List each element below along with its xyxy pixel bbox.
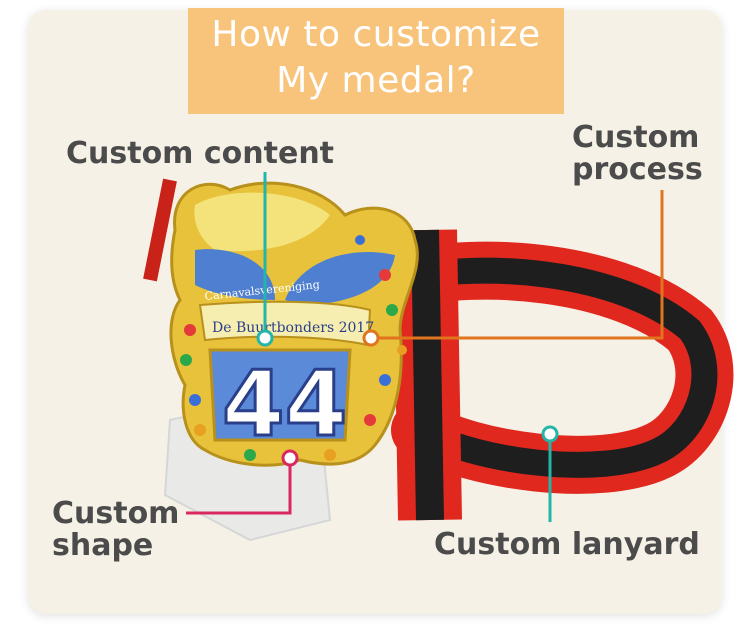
label-custom-lanyard: Custom lanyard <box>434 527 700 562</box>
medal-banner-text: De Buurtbonders 2017 <box>212 320 374 336</box>
medal-number: 44 <box>222 352 347 457</box>
label-custom-shape-line-1: Custom <box>52 496 180 531</box>
lanyard <box>143 178 734 521</box>
process-callout <box>362 190 664 347</box>
medal <box>169 181 419 467</box>
title-banner <box>188 8 564 114</box>
lanyard-callout <box>541 425 559 522</box>
label-custom-shape-line-2: shape <box>52 528 154 563</box>
page-title: How to customize My medal? <box>188 12 564 104</box>
content-callout <box>256 172 274 347</box>
label-custom-content: Custom content <box>66 136 335 171</box>
label-custom-process-line-2: process <box>572 152 703 187</box>
label-custom-process: Custom process <box>572 122 703 186</box>
shape-callout <box>186 449 299 515</box>
title-line-1: How to customize <box>211 14 541 55</box>
label-custom-process-line-1: Custom <box>572 120 700 155</box>
label-custom-shape: Custom shape <box>52 498 179 562</box>
title-line-2: My medal? <box>276 60 476 101</box>
